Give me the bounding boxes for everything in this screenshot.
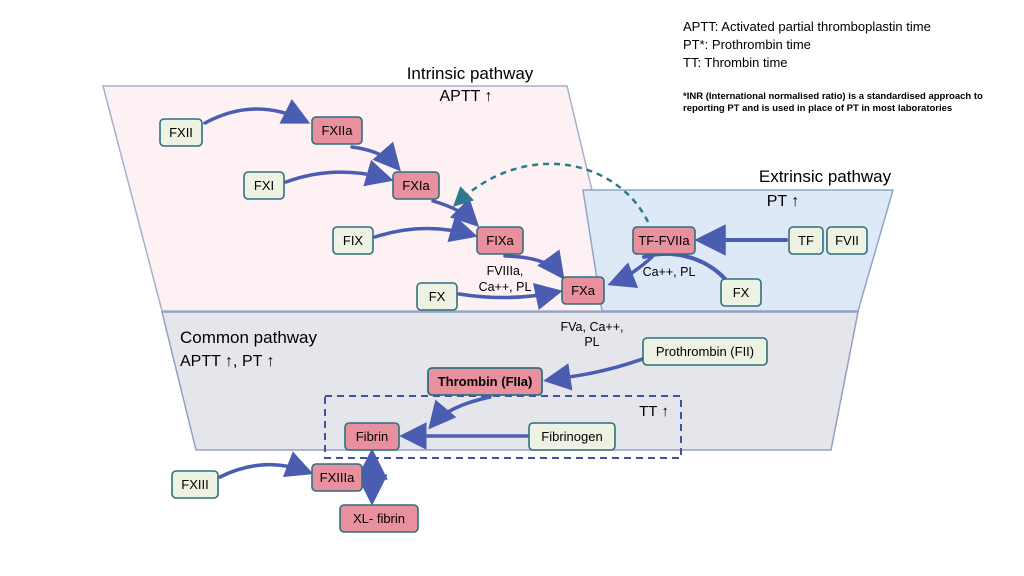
intrinsic-pathway-subtitle: APTT ↑ [439,88,492,105]
arrow-fxiii-to-fxiiia [218,451,314,479]
tt-label: TT ↑ [639,403,669,420]
node-fibrin-label: Fibrin [356,429,389,444]
node-tf-label: TF [798,233,814,248]
node-prothrombin-box [642,337,768,366]
node-fxiiia-label: FXIIIa [320,470,355,485]
node-thrombin: Thrombin (FIIa) [427,367,543,396]
node-fxiiia: FXIIIa [311,463,363,492]
node-fxia-box [392,171,440,200]
node-tf-fviia-box [632,226,696,255]
node-fvii-box [826,226,868,255]
extrinsic-pathway-region [582,189,894,312]
node-fix: FIX [332,226,374,255]
node-tf: TF [788,226,824,255]
arrow-fix-to-fixa [373,215,478,243]
arrow-tffviia-to-fxa [607,255,654,288]
node-fxiii: FXIII [171,470,219,499]
node-thrombin-label: Thrombin (FIIa) [438,374,533,389]
intrinsic-pathway-title: Intrinsic pathway [407,64,534,83]
node-thrombin-box [427,367,543,396]
extrinsic-pathway-title: Extrinsic pathway [759,167,892,186]
node-fxii-box [159,118,203,147]
node-fxii-label: FXII [169,125,193,140]
node-fibrinogen-label: Fibrinogen [541,429,602,444]
node-prothrombin: Prothrombin (FII) [642,337,768,366]
legend-pt: PT*: Prothrombin time [683,37,811,52]
node-xl-fibrin: XL- fibrin [339,504,419,533]
node-fibrin-box [344,422,400,451]
node-fxi-label: FXI [254,178,274,193]
node-tf-box [788,226,824,255]
node-fxiii-label: FXIII [181,477,208,492]
node-xl-fibrin-box [339,504,419,533]
arrow-fixa-to-fxa [503,249,565,280]
node-fxii: FXII [159,118,203,147]
node-fxiii-box [171,470,219,499]
arrow-prothrombin-to-thrombin [543,355,650,391]
node-fvii-label: FVII [835,233,859,248]
legend: APTT: Activated partial thromboplastin t… [683,19,983,114]
node-fxa-box [561,276,605,305]
arrows [203,98,788,506]
node-fxiia-label: FXIIa [321,123,353,138]
common-pathway-subtitle: APTT ↑, PT ↑ [180,353,275,370]
node-tf-fviia: TF-FVIIa [632,226,696,255]
node-fx-intrinsic: FX [416,282,458,311]
arrow-tffviia-to-fix-dashed [452,162,650,223]
node-xl-fibrin-label: XL- fibrin [353,511,405,526]
node-fibrinogen-box [528,422,616,451]
node-fibrin: Fibrin [344,422,400,451]
node-fx-extrinsic-box [720,278,762,307]
node-fix-label: FIX [343,233,364,248]
tt-dashed-box [324,395,682,459]
common-pathway-title: Common pathway [180,328,318,347]
legend-aptt: APTT: Activated partial thromboplastin t… [683,19,931,34]
cofactor-fviiia-line2: Ca++, PL [479,280,532,294]
node-fxi: FXI [243,171,285,200]
node-fixa-label: FIXa [486,233,514,248]
node-fix-box [332,226,374,255]
node-tf-fviia-label: TF-FVIIa [638,233,690,248]
node-fxiia-box [311,116,363,145]
arrow-fxii-to-fxiia [203,98,311,125]
arrow-fxi-to-fxia [284,159,394,187]
arrow-fx-ext-join [642,251,729,283]
cofactor-fviiia-line1: FVIIIa, [487,264,524,278]
node-fxi-box [243,171,285,200]
extrinsic-pathway-subtitle: PT ↑ [767,193,800,210]
node-fixa: FIXa [476,226,524,255]
cofactor-fva-line1: FVa, Ca++, [561,320,624,334]
arrow-fxiia-to-fxia [350,141,401,172]
node-fvii: FVII [826,226,868,255]
node-fx-extrinsic: FX [720,278,762,307]
node-fx-intrinsic-label: FX [429,289,446,304]
node-fx-extrinsic-label: FX [733,285,750,300]
legend-tt: TT: Thrombin time [683,55,788,70]
node-fxa: FXa [561,276,605,305]
node-fx-intrinsic-box [416,282,458,311]
node-fxiiia-box [311,463,363,492]
cofactor-fva-line2: PL [584,335,599,349]
arrow-fx-to-fxa [457,283,563,310]
legend-inr-note-line1: *INR (International normalised ratio) is… [683,91,983,102]
node-fxia-label: FXIa [402,178,430,193]
node-fxia: FXIa [392,171,440,200]
node-fixa-box [476,226,524,255]
legend-inr-note-line2: reporting PT and is used in place of PT … [683,103,952,114]
cofactor-ca-pl: Ca++, PL [643,265,696,279]
node-fxa-label: FXa [571,283,596,298]
node-fibrinogen: Fibrinogen [528,422,616,451]
node-prothrombin-label: Prothrombin (FII) [656,344,754,359]
node-fxiia: FXIIa [311,116,363,145]
arrow-thrombin-to-fibrin-conversion [428,395,492,430]
